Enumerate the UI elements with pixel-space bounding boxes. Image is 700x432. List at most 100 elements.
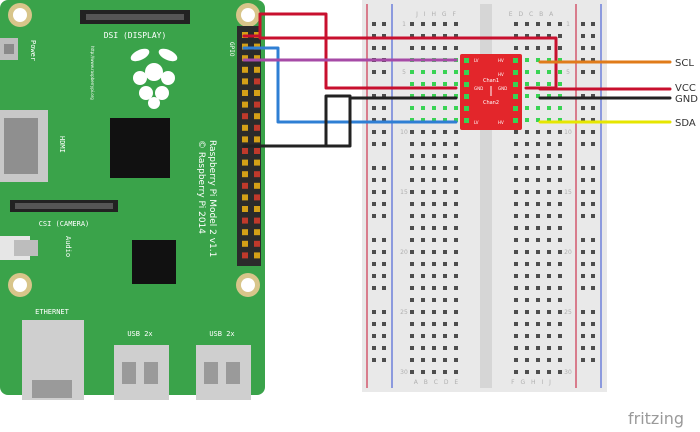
bb-rail-hole (591, 94, 595, 98)
gpio-pin (254, 194, 260, 201)
bb-hole-active (432, 118, 436, 122)
bb-hole (558, 358, 562, 362)
bb-hole-active (443, 82, 447, 86)
chan1-label: Chan1 (483, 78, 499, 84)
bb-hole (443, 190, 447, 194)
bb-hole (432, 46, 436, 50)
bb-hole (410, 310, 414, 314)
bb-rail-hole (591, 118, 595, 122)
bb-hole (547, 238, 551, 242)
bb-hole (536, 154, 540, 158)
bb-hole (432, 286, 436, 290)
bb-hole (454, 46, 458, 50)
bb-rail-hole (581, 358, 585, 362)
wire-red-1 (242, 12, 458, 90)
bb-hole (443, 358, 447, 362)
gpio-pin (242, 252, 248, 259)
bb-hole (421, 298, 425, 302)
gpio-pin (242, 229, 248, 236)
bb-hole (525, 298, 529, 302)
bb-hole (421, 286, 425, 290)
bb-rail-hole (581, 106, 585, 110)
chan2-label: Chan2 (483, 100, 499, 106)
bb-hole-active (536, 70, 540, 74)
ls-pin-lv-1: LV (474, 58, 479, 63)
bb-hole (410, 142, 414, 146)
bb-rail-hole (382, 34, 386, 38)
bb-hole (558, 154, 562, 158)
bb-hole (454, 334, 458, 338)
bb-rail-hole (382, 94, 386, 98)
gpio-pin (254, 148, 260, 154)
bb-rail-hole (581, 34, 585, 38)
bb-hole (410, 46, 414, 50)
bb-rail-hole (591, 334, 595, 338)
bb-hole (454, 166, 458, 170)
bb-hole-active (558, 58, 562, 62)
bb-hole (558, 190, 562, 194)
bb-hole (536, 22, 540, 26)
bb-hole (514, 34, 518, 38)
bb-rail-hole (372, 34, 376, 38)
row-number-left: 30 (400, 369, 408, 376)
bb-hole-active (536, 106, 540, 110)
bb-rail-hole (591, 346, 595, 350)
bb-hole (443, 250, 447, 254)
bb-hole (454, 238, 458, 242)
bb-hole (514, 130, 518, 134)
bb-hole (410, 370, 414, 374)
bb-hole (514, 286, 518, 290)
gpio-pin (242, 182, 248, 189)
bb-rail-hole (372, 238, 376, 242)
bb-hole (421, 370, 425, 374)
bb-hole (558, 214, 562, 218)
soc-chip (110, 118, 170, 178)
bb-rail-hole (581, 274, 585, 278)
bb-rail-hole (372, 94, 376, 98)
bb-rail-hole (581, 310, 585, 314)
bb-hole-active (443, 70, 447, 74)
bb-hole (410, 250, 414, 254)
bb-hole (432, 142, 436, 146)
bb-rail-hole (382, 70, 386, 74)
bb-hole (514, 274, 518, 278)
bb-hole (443, 166, 447, 170)
signal-gnd-label: GND (675, 94, 698, 105)
gpio-pin (242, 113, 248, 120)
bb-hole (558, 322, 562, 326)
bb-rail-hole (372, 190, 376, 194)
bb-hole-active (558, 94, 562, 98)
bb-rail-hole (372, 214, 376, 218)
bb-hole (525, 22, 529, 26)
bb-hole (410, 298, 414, 302)
bb-hole (525, 322, 529, 326)
bb-rail-hole (382, 118, 386, 122)
bb-rail-hole (591, 178, 595, 182)
bb-rail-hole (581, 190, 585, 194)
bb-hole (525, 130, 529, 134)
bb-hole (547, 154, 551, 158)
bb-hole (421, 358, 425, 362)
bb-rail-hole (591, 322, 595, 326)
bb-hole-active (421, 118, 425, 122)
bb-hole (454, 286, 458, 290)
bb-hole (443, 46, 447, 50)
bb-hole (410, 274, 414, 278)
ls-pin (513, 82, 518, 87)
bb-rail-hole (372, 274, 376, 278)
bb-rail-hole (382, 358, 386, 362)
bb-hole (525, 262, 529, 266)
bb-hole (421, 238, 425, 242)
bb-hole (558, 250, 562, 254)
bb-rail-hole (591, 274, 595, 278)
bb-hole (432, 166, 436, 170)
bb-hole (525, 370, 529, 374)
gpio-pin (254, 136, 260, 143)
gpio-pin (254, 55, 260, 62)
bb-hole (421, 346, 425, 350)
bb-hole (454, 22, 458, 26)
gpio-pin (242, 136, 248, 143)
bb-rail-hole (382, 178, 386, 182)
wire-black-2 (324, 94, 352, 148)
